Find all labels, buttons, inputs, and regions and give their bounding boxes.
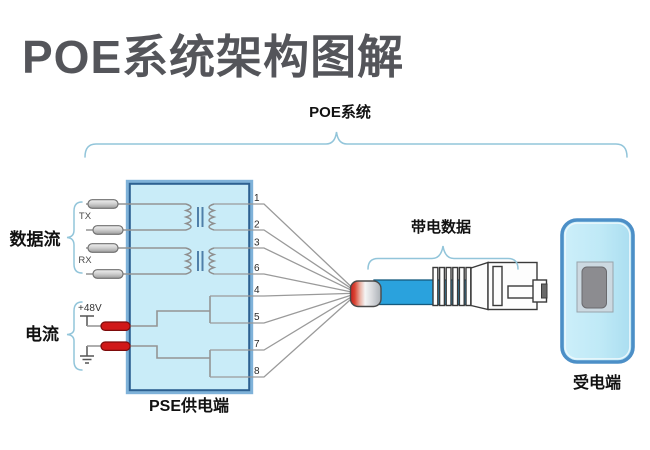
power-source-icon xyxy=(80,315,94,326)
resistors xyxy=(87,199,124,279)
rj45-plug-icon xyxy=(470,261,548,311)
pin-label: 1 xyxy=(254,193,260,204)
ethernet-cable xyxy=(349,261,548,311)
pin-label: 7 xyxy=(254,339,260,350)
poe-system-brace xyxy=(84,131,628,158)
rx-label: RX xyxy=(78,255,92,266)
pin-label: 5 xyxy=(254,312,260,323)
ethernet-port xyxy=(576,261,614,313)
transformer-top-icon xyxy=(183,203,217,231)
live-data-brace xyxy=(367,245,519,270)
current-label: 电流 xyxy=(25,324,59,344)
voltage-label: +48V xyxy=(78,303,102,314)
cable-cross-section xyxy=(349,280,382,308)
page-title: POE系统架构图解 xyxy=(22,31,404,83)
pin-label: 8 xyxy=(254,366,260,377)
powered-device xyxy=(560,218,635,364)
resistor-icon xyxy=(87,199,119,209)
rj45-boot-ribs xyxy=(432,266,472,307)
live-data-label: 带电数据 xyxy=(411,218,471,236)
pse-box xyxy=(125,179,254,395)
pin-label: 2 xyxy=(254,220,260,231)
pin-fan-wires xyxy=(210,203,352,378)
current-brace xyxy=(66,301,83,371)
ground-icon xyxy=(80,346,94,364)
transformer-bottom-icon xyxy=(183,247,217,275)
tx-label: TX xyxy=(79,211,92,222)
pse-label: PSE供电端 xyxy=(149,396,229,415)
power-conductor xyxy=(100,341,131,351)
power-conductor xyxy=(100,321,131,331)
resistor-icon xyxy=(87,243,119,253)
pin-labels: 1 2 3 6 4 5 7 8 xyxy=(254,193,260,377)
data-flow-label: 数据流 xyxy=(10,229,61,249)
pin-label: 6 xyxy=(254,263,260,274)
powered-device-label: 受电端 xyxy=(573,373,621,392)
resistor-icon xyxy=(92,225,124,235)
resistor-icon xyxy=(92,269,124,279)
data-flow-brace xyxy=(66,201,83,274)
poe-system-label: POE系统 xyxy=(309,103,371,121)
pin-label: 4 xyxy=(254,285,260,296)
pin-label: 3 xyxy=(254,238,260,249)
